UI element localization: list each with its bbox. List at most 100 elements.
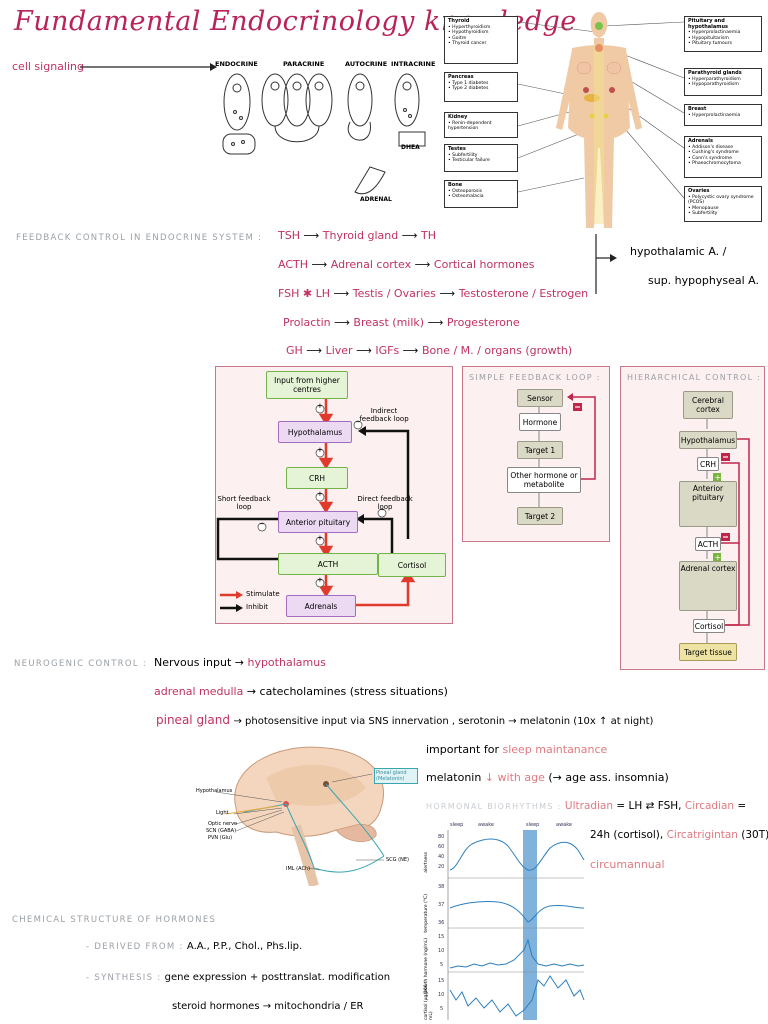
hormone-name: FSH ✱ LH (278, 287, 330, 300)
biorhythm-svg (447, 830, 585, 1020)
hormone-box: Hormone (519, 413, 561, 431)
note-text: important for (426, 743, 499, 756)
target-gland: Testis / Ovaries (352, 287, 436, 300)
product-hormone: Progesterone (446, 316, 520, 329)
chart-ytick: 38 (438, 884, 445, 890)
organ-item: • Hypothyroidism (448, 30, 489, 36)
inhibit-sign: − (379, 506, 385, 514)
organ-item: • Menopause (688, 205, 719, 211)
organ-box-adrenals: Adrenals • Addison's disease • Cushing's… (684, 136, 762, 178)
chart-ytick: 10 (438, 948, 445, 954)
pineal-gland-label: Pineal gland (Melatonin) (374, 768, 418, 784)
brain-illustration: Pineal gland (Melatonin) Hypothalamus Li… (196, 738, 418, 888)
note-text: (30T), (741, 829, 768, 841)
indirect-loop-label: Indirect feedback loop (359, 407, 409, 423)
note-text: = (737, 800, 747, 812)
organ-item: • Hyperparathyroidism (688, 76, 741, 82)
simple-feedback-arrows (538, 393, 596, 507)
chart-ylabel: alertness (424, 852, 429, 873)
biorhythm-chart: sleep awake sleep awake alertness temper… (424, 822, 586, 1020)
organ-box-pancreas: Pancreas • Type 1 diabetes • Type 2 diab… (444, 72, 518, 102)
organ-item: • Hypopituitarism (688, 35, 729, 41)
synthesis-label: - SYNTHESIS : (86, 973, 162, 983)
target-gland: Adrenal cortex (330, 258, 412, 271)
direct-loop-label: Direct feedback loop (357, 495, 413, 511)
signal-type-label: ENDOCRINE (215, 60, 258, 68)
note-text: = LH ⇄ FSH, (616, 800, 682, 812)
chart-ytick: 15 (438, 934, 445, 940)
chart-ytick: 10 (438, 992, 445, 998)
organ-title: Ovaries (688, 188, 710, 194)
organ-box-thyroid: Thyroid • Hyperthyroidism • Hypothyroidi… (444, 16, 518, 64)
svg-text:+: + (715, 553, 722, 562)
chart-ylabel: cortisol (µg/100 mL) (424, 984, 434, 1020)
chart-ytick: 80 (438, 834, 445, 840)
organ-item: • Cushing's syndrome (688, 150, 739, 156)
cortisol-box: Cortisol (378, 553, 446, 577)
biorhythm-line-2: 24h (cortisol), Circatrigintan (30T), (590, 829, 768, 841)
organ-item: • Pituitary tumours (688, 41, 732, 47)
note-term: Ultradian (564, 800, 614, 812)
neurogenic-text: → catecholamines (stress situations) (246, 685, 448, 698)
chart-top-label: awake (556, 822, 573, 828)
chart-ytick: 20 (438, 864, 445, 870)
hypothalamus-box: Hypothalamus (278, 421, 352, 443)
adrenal-cortex-box: Adrenal cortex (679, 561, 737, 611)
legend-stimulate: Stimulate (246, 590, 280, 598)
derived-from-line: - DERIVED FROM : A.A., P.P., Chol., Phs.… (86, 941, 302, 952)
organ-item: • Type 2 diabetes (448, 86, 489, 92)
crh-box: CRH (697, 457, 719, 471)
stimulate-sign: + (317, 402, 323, 410)
stimulate-sign: + (317, 446, 323, 454)
neurogenic-term: pineal gland (156, 713, 230, 727)
crh-box: CRH (286, 467, 348, 489)
organ-title: Adrenals (688, 138, 713, 144)
target1-box: Target 1 (517, 441, 563, 459)
hypothalamic-artery-note: hypothalamic A. / (630, 245, 727, 258)
organ-item: • Hyperprolactinaemia (688, 30, 741, 36)
effect: Bone / M. / organs (growth) (421, 344, 573, 357)
feedback-row: Prolactin ⟶ Breast (milk) ⟶ Progesterone (283, 316, 520, 329)
organ-title: Parathyroid glands (688, 70, 742, 76)
organ-box-testes: Testes • Subfertility • Testicular failu… (444, 144, 518, 172)
organ-item: • Hypoparathyroidism (688, 82, 739, 88)
chart-ytick: 15 (438, 978, 445, 984)
light-label: Light (216, 810, 229, 816)
note-text: 24h (cortisol), (590, 829, 664, 841)
stimulate-sign: + (317, 534, 323, 542)
adrenals-box: Adrenals (286, 595, 356, 617)
chart-top-label: sleep (450, 822, 464, 828)
organ-box-ovaries: Ovaries • Polycystic ovary syndrome (PCO… (684, 186, 762, 222)
melatonin-note: important for sleep maintanance (426, 743, 607, 756)
acth-box: ACTH (695, 537, 721, 551)
neurogenic-text: Nervous input → (154, 656, 244, 669)
organ-title: Bone (448, 182, 463, 188)
chart-top-label: awake (478, 822, 495, 828)
organ-title: Testes (448, 146, 466, 152)
pvn-label: PVN (Glu) (208, 835, 233, 841)
organ-box-breast: Breast • Hyperprolactinaemia (684, 104, 762, 126)
steroid-line: steroid hormones → mitochondria / ER (172, 1001, 364, 1012)
cortisol-box: Cortisol (693, 619, 725, 633)
product-hormone: TH (421, 229, 437, 242)
dhea-label: DHEA (401, 144, 420, 151)
neurogenic-text: → photosensitive input via SNS innervati… (233, 716, 654, 727)
organ-box-kidney: Kidney • Renin-dependent hypertension (444, 112, 518, 138)
organ-item: • Polycystic ovary syndrome (PCOS) (688, 194, 754, 206)
brain-drawing (215, 746, 385, 888)
chart-ytick: 37 (438, 902, 445, 908)
synthesis-text: gene expression + posttranslat. modifica… (164, 972, 391, 983)
stimulate-sign: + (317, 576, 323, 584)
cell-signaling-drawing (222, 73, 426, 195)
product-hormone: Cortical hormones (433, 258, 535, 271)
product-hormone: Testosterone / Estrogen (458, 287, 589, 300)
organ-connector-lines (517, 12, 685, 228)
hypothalamic-bracket (595, 234, 617, 294)
iml-label: IML (ACh) (286, 866, 311, 872)
chart-top-label: sleep (526, 822, 540, 828)
organ-title: Thyroid (448, 18, 470, 24)
sensor-box: Sensor (517, 389, 563, 407)
optic-nerve-label: Optic nerve (208, 821, 238, 827)
organ-item: • Phaeochromocytoma (688, 161, 741, 167)
note-term: ↓ with age (484, 771, 545, 784)
